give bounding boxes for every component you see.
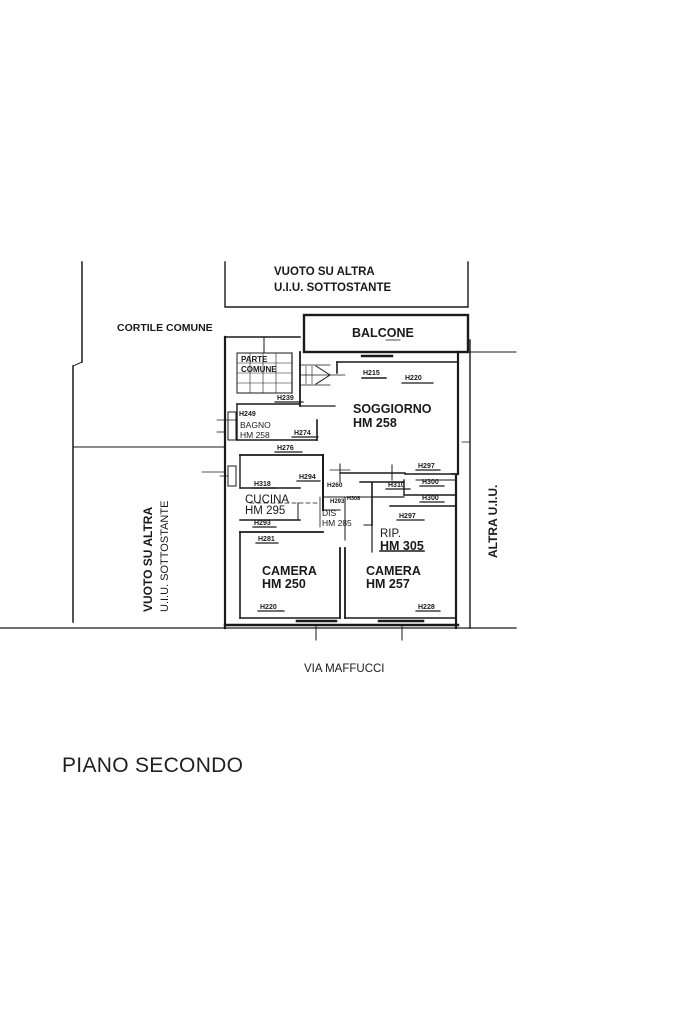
- height-h281: H281: [258, 536, 275, 543]
- soggiorno-label: SOGGIORNO: [353, 402, 432, 416]
- altra-uiu-label: ALTRA U.I.U.: [486, 485, 500, 558]
- camera2-label: CAMERA: [366, 564, 421, 578]
- parte-label-1: PARTE: [241, 355, 268, 364]
- height-h300b: H300: [422, 495, 439, 502]
- balcone-label: BALCONE: [352, 326, 414, 340]
- plan-walls: [0, 261, 517, 641]
- height-h220b: H220: [260, 604, 277, 611]
- vuoto-left-label-2: U.I.U. SOTTOSTANTE: [159, 501, 171, 612]
- height-h228: H228: [418, 604, 435, 611]
- vuoto-left-label-1: VUOTO SU ALTRA: [141, 507, 155, 612]
- camera2-hm: HM 257: [366, 577, 410, 591]
- height-h294: H294: [299, 474, 316, 481]
- bagno-hm: HM 258: [240, 430, 270, 440]
- height-h297b: H297: [399, 513, 416, 520]
- height-h274: H274: [294, 430, 311, 437]
- height-annotations: H215 H220 H239 H249 H274 H276 H297 H294 …: [239, 370, 439, 611]
- height-h276: H276: [277, 445, 294, 452]
- height-h239: H239: [277, 395, 294, 402]
- dis-label: DIS: [322, 508, 337, 518]
- cortile-label: CORTILE COMUNE: [117, 322, 213, 334]
- rip-hm: HM 305: [380, 539, 424, 553]
- via-label: VIA MAFFUCCI: [304, 663, 385, 675]
- height-h249: H249: [239, 411, 256, 418]
- cucina-hm: HM 295: [245, 505, 285, 517]
- height-h293a: H293: [330, 499, 345, 505]
- vuoto-top-label-1: VUOTO SU ALTRA: [274, 266, 375, 278]
- height-h215: H215: [363, 370, 380, 377]
- height-h310: H310: [388, 482, 405, 489]
- height-h297a: H297: [418, 463, 435, 470]
- height-h300a: H300: [422, 479, 439, 486]
- camera1-hm: HM 250: [262, 577, 306, 591]
- rip-label: RIP.: [380, 528, 401, 540]
- soggiorno-hm: HM 258: [353, 416, 397, 430]
- height-h318: H318: [254, 481, 271, 488]
- height-h220a: H220: [405, 375, 422, 382]
- height-h260: H260: [327, 482, 343, 489]
- height-h293b: H293: [254, 520, 271, 527]
- cucina-label: CUCINA: [245, 494, 289, 506]
- dis-hm: HM 285: [322, 518, 352, 528]
- height-h308: H308: [347, 496, 360, 502]
- camera1-label: CAMERA: [262, 564, 317, 578]
- bagno-label: BAGNO: [240, 420, 271, 430]
- floor-title: PIANO SECONDO: [62, 754, 244, 777]
- vuoto-top-label-2: U.I.U. SOTTOSTANTE: [274, 282, 391, 294]
- parte-label-2: COMUNE: [241, 365, 277, 374]
